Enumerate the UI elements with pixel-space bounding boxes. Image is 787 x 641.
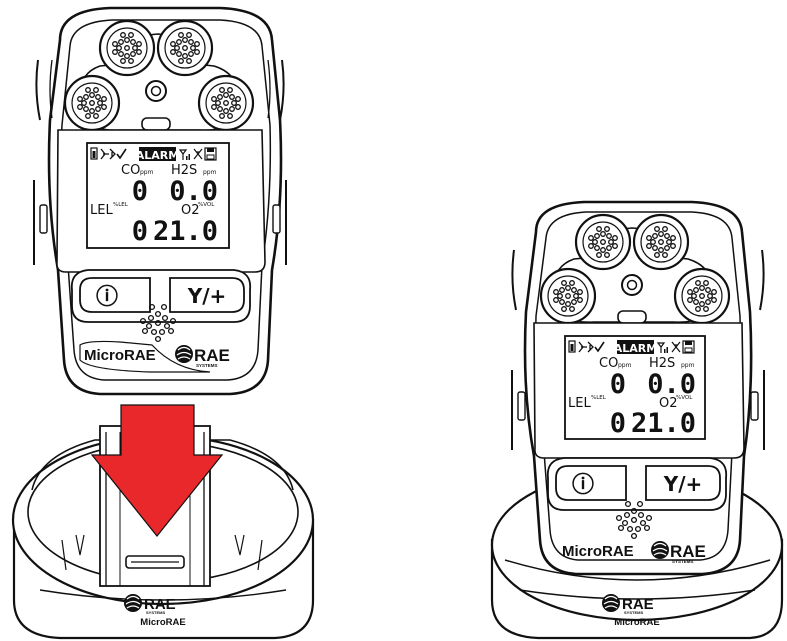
sensor-grille-icon [156,19,214,77]
cradle-brand-sub: SYSTEMS [146,610,165,615]
ch3-value: 0 [610,408,626,439]
brand-logo-text: RAE [670,542,706,561]
rae-logo-icon [174,344,194,364]
sensor-grille-icon [539,267,597,325]
yes-plus-button[interactable] [645,465,721,501]
sensor-grille-icon [673,267,731,325]
right-device: ALARM CO ppm H2S ppm 0 0.0 LEL %LEL O2 %… [511,200,765,576]
alarm-indicator: ALARM [136,149,179,162]
ch1-unit: ppm [140,169,154,176]
ch4-unit: %VOL [198,202,215,208]
ch1-gas: CO [599,356,618,371]
yes-plus-label: Y/+ [663,472,703,496]
ch2-value: 0.0 [647,369,696,400]
ch4-value: 21.0 [631,408,696,439]
rae-logo-icon [123,593,143,613]
yes-plus-label: Y/+ [187,284,227,308]
left-device: ALARM CO ppm H2S ppm 0 0.0 LEL %LEL O2 %… [33,6,287,396]
light-sensor-icon [145,80,167,102]
ch3-gas: LEL [568,396,591,411]
ch3-gas: LEL [90,203,113,218]
ch1-value: 0 [610,369,626,400]
sensor-grille-icon [197,74,255,132]
ch2-unit: ppm [681,362,695,369]
insert-arrow [90,404,224,537]
power-icon: ⓘ [96,284,118,310]
power-button[interactable] [79,277,151,313]
alarm-indicator: ALARM [614,342,657,355]
rae-logo-icon [601,593,621,613]
cradle-brand: RAE [622,596,654,613]
ch4-value: 21.0 [153,216,218,247]
ch2-gas: H2S [649,356,675,371]
ch3-value: 0 [132,216,148,247]
sensor-grille-icon [574,213,632,271]
cradle-brand-sub: SYSTEMS [624,610,643,615]
model-label: MicroRAE [84,347,156,364]
cradle-model-label: MicroRAE [140,617,185,628]
ch3-unit: %LEL [591,395,607,401]
sensor-grille-icon [632,213,690,271]
ch4-gas: O2 [659,396,678,411]
ch1-value: 0 [132,176,148,207]
ch1-gas: CO [121,163,140,178]
sensor-grille-icon [63,74,121,132]
power-icon: ⓘ [572,472,594,498]
yes-plus-button[interactable] [169,277,245,313]
rae-logo-icon [650,540,670,560]
cradle-brand: RAE [144,596,176,613]
sensor-grille-icon [98,19,156,77]
power-button[interactable] [555,465,627,501]
ch2-gas: H2S [171,163,197,178]
ch4-gas: O2 [181,203,200,218]
cradle-model-label: MicroRAE [614,617,659,628]
ch1-unit: ppm [618,362,632,369]
ch3-unit: %LEL [113,202,129,208]
brand-sub: SYSTEMS [672,559,694,564]
ch2-value: 0.0 [169,176,218,207]
brand-sub: SYSTEMS [196,363,218,368]
light-sensor-icon [621,274,643,296]
ch2-unit: ppm [203,169,217,176]
ch4-unit: %VOL [676,395,693,401]
led-window [141,117,171,131]
model-label: MicroRAE [562,543,634,560]
brand-logo-text: RAE [194,346,230,365]
